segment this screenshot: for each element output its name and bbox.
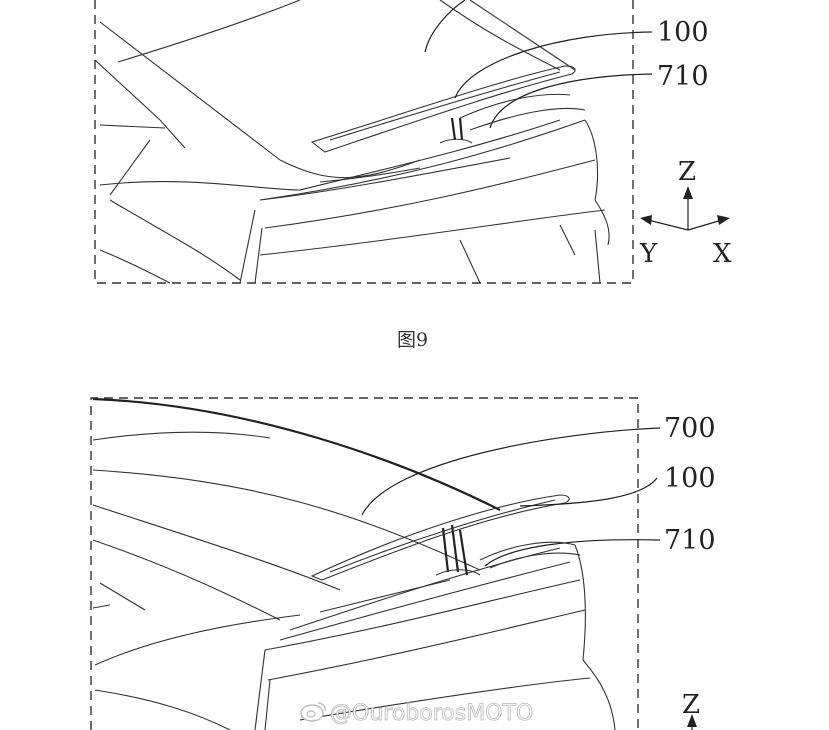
ref-label-100-bottom: 100 <box>664 463 716 494</box>
figure-caption: 图9 <box>397 329 428 351</box>
leader-710-top <box>489 73 653 129</box>
figure-top-frame <box>94 0 634 284</box>
spoiler-wing-top <box>310 65 576 153</box>
leader-roof-top <box>424 0 466 53</box>
watermark: @OuroborosMOTO <box>300 701 534 727</box>
figure-top: 100 710 Z Y X <box>94 0 732 284</box>
coordinate-axes-top: Z Y X <box>639 157 732 269</box>
axis-label-x-top: X <box>713 239 732 269</box>
figure-bottom-frame <box>90 397 639 730</box>
figure-bottom: 700 100 710 Z <box>90 397 716 730</box>
coordinate-axes-bottom: Z <box>682 690 700 730</box>
leader-100-bottom <box>519 477 658 507</box>
car-rear-drawing-bottom <box>92 397 616 730</box>
spoiler-wing-bottom <box>310 494 570 581</box>
leader-700-bottom <box>361 427 661 516</box>
axis-label-z-bottom: Z <box>682 690 700 720</box>
ref-label-700-bottom: 700 <box>664 413 716 444</box>
watermark-text: @OuroborosMOTO <box>330 701 533 726</box>
ref-label-710-top: 710 <box>657 61 709 92</box>
weibo-icon <box>300 702 326 722</box>
leader-710-bottom <box>484 539 661 567</box>
axis-label-z-top: Z <box>678 157 696 187</box>
leader-100-top <box>454 31 653 99</box>
car-rear-drawing-top <box>94 0 610 284</box>
axis-label-y-top: Y <box>639 239 658 269</box>
ref-label-710-bottom: 710 <box>664 525 716 556</box>
ref-label-100-top: 100 <box>657 17 709 48</box>
